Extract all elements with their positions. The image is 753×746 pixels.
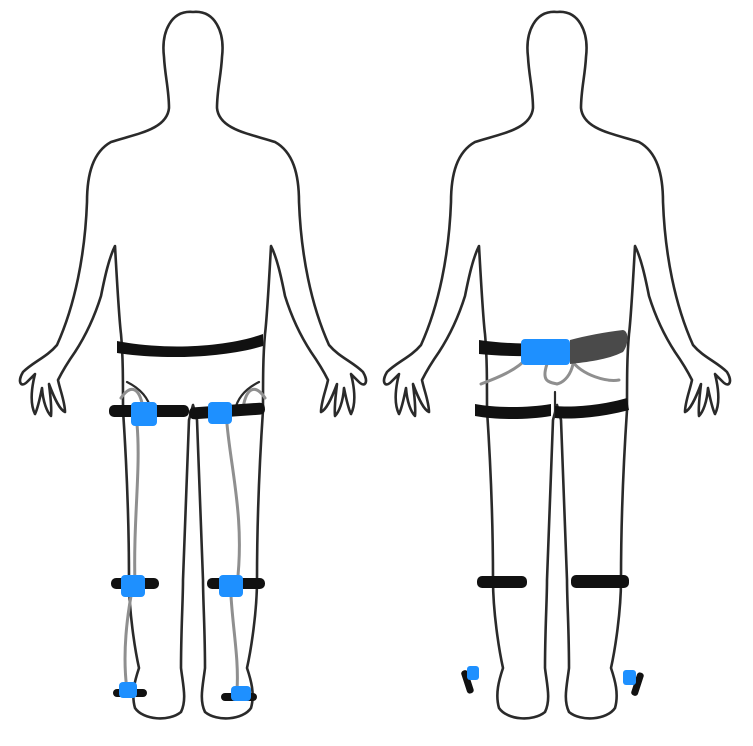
front-right-shank-sensor (219, 575, 243, 597)
front-cable-right-shank (229, 594, 239, 692)
front-left-thigh-sensor (131, 402, 157, 426)
back-sensors (467, 339, 636, 685)
front-figure (18, 10, 368, 720)
front-sensors (119, 402, 251, 701)
back-left-shank-strap (477, 576, 527, 588)
front-right-thigh-sensor (208, 402, 232, 424)
back-battery-pack (570, 330, 628, 364)
front-cable-right-thigh (225, 422, 241, 587)
back-right-shank-strap (571, 575, 629, 588)
back-body-outline (382, 10, 732, 720)
front-right-foot-sensor (231, 686, 251, 701)
front-cable-right-hip (241, 388, 267, 410)
back-right-heel-strap (631, 672, 644, 696)
back-right-thigh-strap (555, 398, 629, 419)
back-left-thigh-strap (475, 404, 551, 419)
back-cable-right-hip (569, 358, 621, 382)
back-left-heel-strap (461, 670, 474, 694)
front-left-foot-sensor (119, 682, 137, 698)
back-waist-hub-sensor (521, 339, 570, 365)
front-cable-left-thigh (133, 422, 140, 587)
front-left-shank-sensor (121, 575, 145, 597)
front-cables (119, 388, 267, 692)
back-cable-center (543, 362, 575, 386)
front-body-outline (18, 10, 368, 720)
back-figure (382, 10, 732, 720)
front-waist-strap (117, 334, 263, 358)
front-cable-left-shank (123, 594, 133, 692)
back-left-heel-sensor (467, 666, 479, 680)
back-right-heel-sensor (623, 670, 636, 685)
